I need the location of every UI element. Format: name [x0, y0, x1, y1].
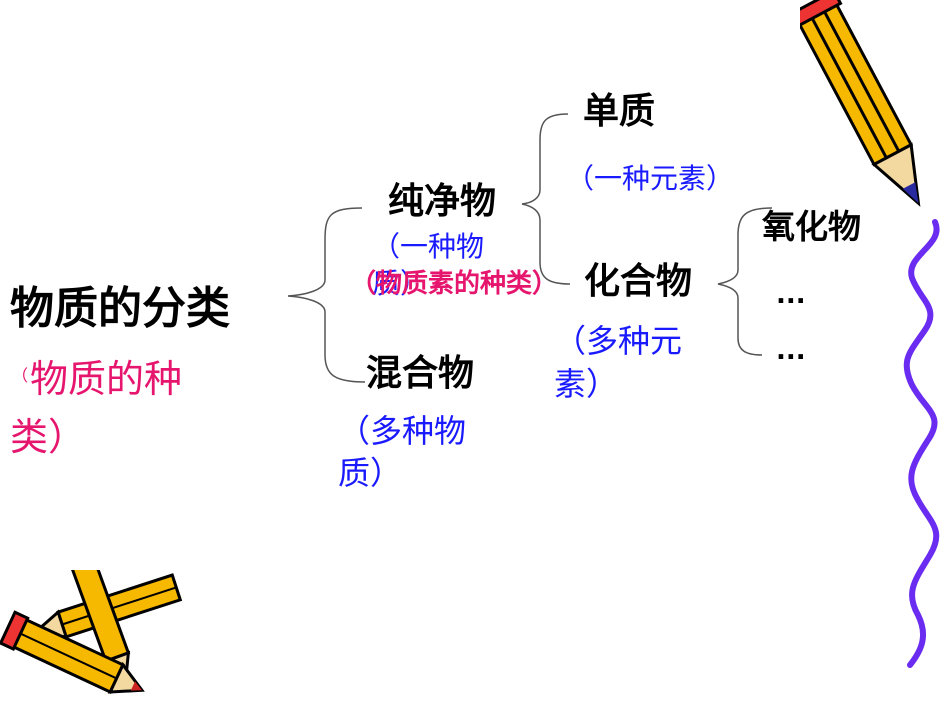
- root-title: 物质的分类: [10, 283, 230, 334]
- root-brace: [287, 207, 366, 383]
- mixture-note-line2: 质）: [338, 454, 403, 492]
- pure-substance-note-line1: （一种物: [372, 230, 485, 263]
- element-substance-note: （一种元素）: [566, 162, 735, 195]
- root-note-line2: 类）: [10, 415, 87, 459]
- ellipsis-1: ...: [776, 280, 806, 310]
- compound-note-line1: （多种元: [554, 322, 683, 360]
- overlay-note: （物质素的种类）: [350, 269, 559, 299]
- pure-substance-note-line2: 质）: [372, 267, 429, 300]
- pure-brace: [521, 113, 571, 285]
- crossed-pencils-icon: [0, 570, 183, 694]
- pencil-icon: [800, 0, 921, 207]
- compound-brace: [717, 207, 773, 356]
- oxide-label: 氧化物: [762, 207, 861, 246]
- compound-note-line2: 素）: [554, 365, 619, 403]
- element-substance-label: 单质: [583, 91, 656, 132]
- pure-substance-label: 纯净物: [388, 181, 497, 222]
- compound-label: 化合物: [584, 261, 693, 302]
- mixture-label: 混合物: [366, 353, 475, 394]
- mixture-note-line1: （多种物: [338, 412, 467, 450]
- root-note-open: （: [12, 366, 29, 385]
- root-note-line1: 物质的种: [30, 357, 183, 401]
- ellipsis-2: ...: [776, 336, 806, 366]
